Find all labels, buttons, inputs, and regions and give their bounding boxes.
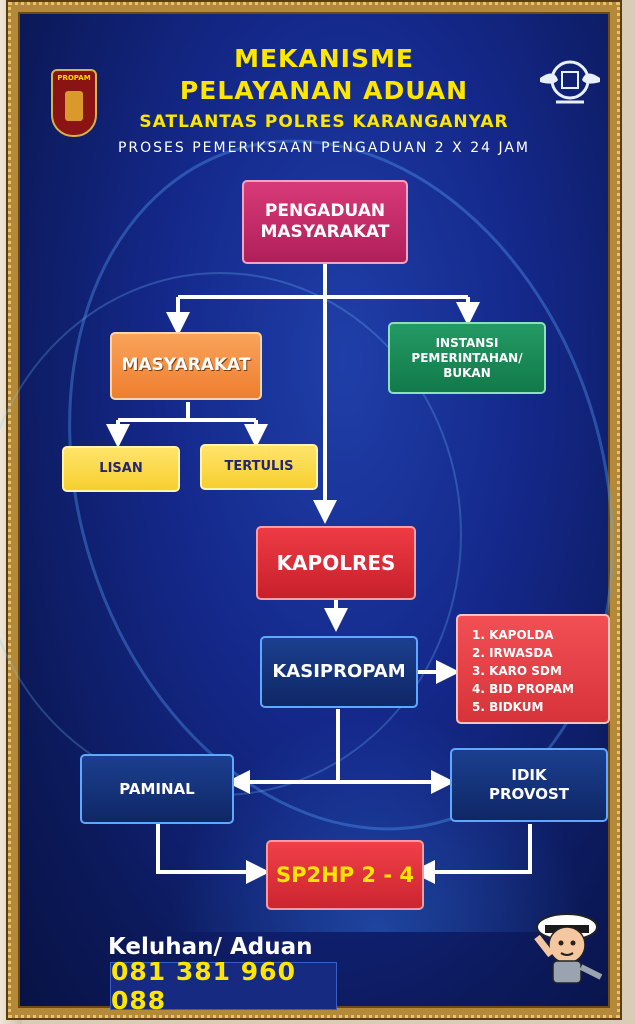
subtitle: SATLANTAS POLRES KARANGANYAR bbox=[139, 112, 509, 132]
list-item: 2. IRWASDA bbox=[472, 646, 553, 660]
node-escalation-list: 1. KAPOLDA 2. IRWASDA 3. KARO SDM 4. BID… bbox=[456, 614, 610, 724]
contact-label: Keluhan/ Aduan bbox=[108, 934, 313, 960]
list-item: 3. KARO SDM bbox=[472, 664, 562, 678]
contact-phone: 081 381 960 088 bbox=[110, 957, 337, 1015]
title-line2: PELAYANAN ADUAN bbox=[179, 76, 469, 105]
node-idik-provost: IDIK PROVOST bbox=[450, 748, 608, 822]
process-duration: PROSES PEMERIKSAAN PENGADUAN 2 X 24 JAM bbox=[117, 140, 531, 156]
node-paminal: PAMINAL bbox=[80, 754, 234, 824]
propam-logo-text: PROPAM bbox=[57, 74, 91, 82]
propam-logo: PROPAM bbox=[51, 69, 97, 137]
node-masyarakat: MASYARAKAT bbox=[110, 332, 262, 400]
node-instansi: INSTANSI PEMERINTAHAN/ BUKAN bbox=[388, 322, 546, 394]
list-item: 4. BID PROPAM bbox=[472, 682, 574, 696]
police-mascot-icon bbox=[534, 913, 603, 984]
flow-arrows bbox=[106, 257, 532, 884]
node-sp2hp: SP2HP 2 - 4 bbox=[266, 840, 424, 910]
traffic-police-emblem-icon bbox=[540, 60, 600, 104]
node-pengaduan-masyarakat: PENGADUAN MASYARAKAT bbox=[242, 180, 408, 264]
title-line1: MEKANISME bbox=[234, 44, 414, 73]
node-lisan: LISAN bbox=[62, 446, 180, 492]
node-kasipropam: KASIPROPAM bbox=[260, 636, 418, 708]
list-item: 1. KAPOLDA bbox=[472, 628, 554, 642]
node-tertulis: TERTULIS bbox=[200, 444, 318, 490]
list-item: 5. BIDKUM bbox=[472, 700, 544, 714]
node-kapolres: KAPOLRES bbox=[256, 526, 416, 600]
